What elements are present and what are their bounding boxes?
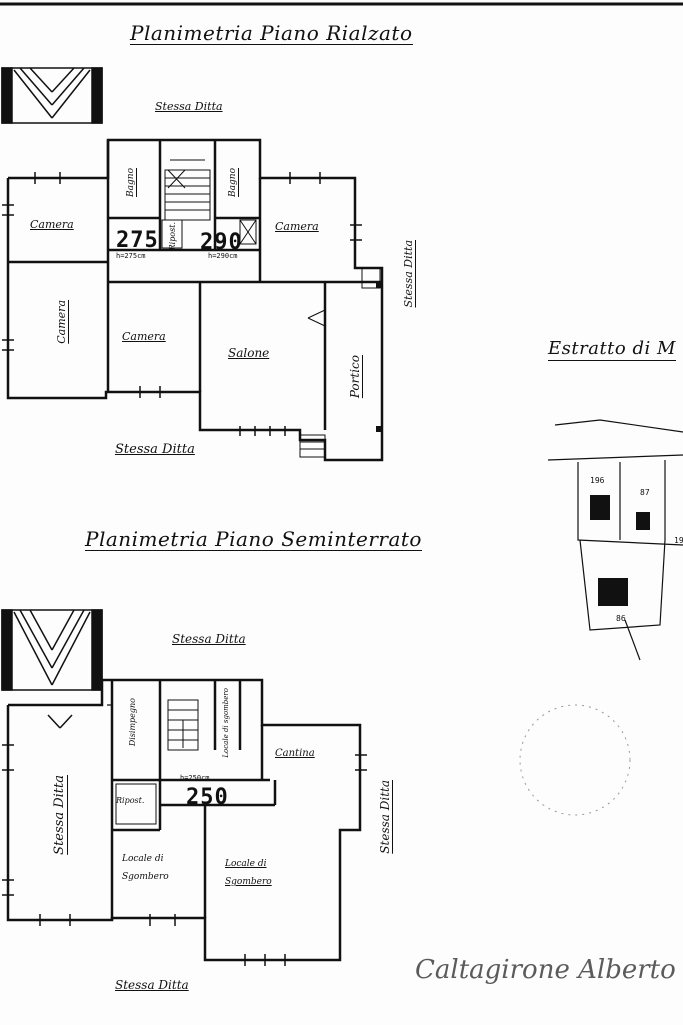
- room-salone: Salone: [228, 346, 270, 360]
- room-camera-center: Camera: [122, 330, 166, 343]
- parcel-86-building: [598, 578, 628, 606]
- lower-plan-title: Planimetria Piano Seminterrato: [85, 527, 422, 551]
- height-note-lower: h=250cm: [180, 774, 210, 782]
- room-bagno-left: Bagno: [126, 168, 136, 197]
- height-note-2: h=290cm: [208, 252, 238, 260]
- room-locale-sgombero-left: Locale di Sgombero: [122, 854, 169, 882]
- room-ripost-upper: Ripost.: [168, 222, 177, 251]
- height-value-lower: 250: [186, 785, 229, 810]
- lower-neighbor-left-area: Stessa Ditta: [52, 775, 67, 855]
- upper-neighbor-right: Stessa Ditta: [402, 240, 415, 308]
- height-note-1: h=275cm: [116, 252, 146, 260]
- height-value-1: 275: [116, 228, 159, 253]
- lower-neighbor-right: Stessa Ditta: [378, 780, 392, 854]
- signature: Caltagirone Alberto: [415, 955, 676, 985]
- upper-neighbor-bottom: Stessa Ditta: [115, 442, 195, 457]
- stairs-lower: [167, 699, 199, 751]
- parcel-87-building: [636, 512, 650, 530]
- ramp-upper: [1, 67, 103, 124]
- cadastral-extract-map: [547, 419, 683, 661]
- parcel-196-building: [590, 495, 610, 520]
- ramp-lower: [1, 609, 103, 729]
- room-locale-sgombero-small: Locale di sgombero: [222, 688, 230, 758]
- parcel-label-86: 86: [616, 614, 626, 623]
- upper-neighbor-top: Stessa Ditta: [155, 100, 223, 113]
- room-ripost-lower: Ripost.: [116, 796, 145, 805]
- extract-title: Estratto di M: [548, 338, 676, 361]
- room-camera-bottom-left: Camera: [55, 300, 68, 344]
- parcel-label-87: 87: [640, 488, 650, 497]
- height-value-2: 290: [200, 230, 243, 255]
- lower-neighbor-top: Stessa Ditta: [172, 632, 246, 646]
- stamp-circle: [519, 704, 631, 816]
- stairs-upper: [164, 159, 211, 221]
- lower-neighbor-bottom: Stessa Ditta: [115, 978, 189, 992]
- upper-outer-wall: [6, 138, 384, 462]
- room-disimpegno: Disimpegno: [128, 698, 137, 747]
- room-camera-right: Camera: [275, 220, 319, 233]
- parcel-label-196: 196: [590, 476, 605, 485]
- parcel-label-19: 19: [674, 536, 683, 545]
- room-cantina: Cantina: [275, 748, 315, 759]
- room-bagno-right: Bagno: [228, 168, 238, 197]
- room-locale-sgombero-right: Locale di Sgombero: [225, 859, 272, 887]
- upper-plan-title: Planimetria Piano Rialzato: [130, 21, 413, 45]
- room-camera-left: Camera: [30, 218, 74, 231]
- room-portico: Portico: [348, 355, 362, 399]
- portico-entry-upper: [299, 267, 381, 458]
